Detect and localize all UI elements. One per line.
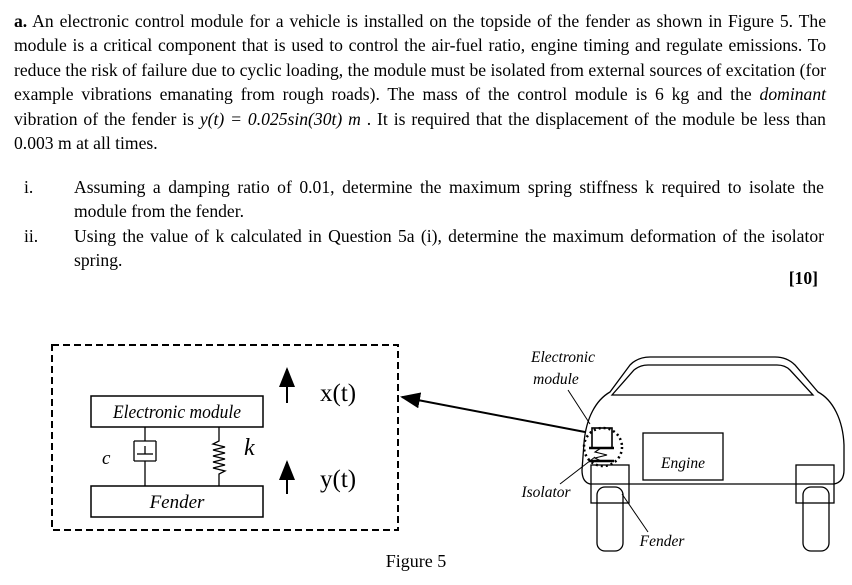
car-module-label-line1: Electronic	[530, 349, 595, 366]
model-dashed-frame	[51, 344, 399, 531]
subquestion-number: ii.	[24, 226, 39, 246]
question-text-3: . It is required that the displacement o…	[14, 108, 826, 154]
module-block-label: Electronic module	[112, 402, 241, 423]
figure-caption: Figure 5	[386, 551, 447, 571]
subquestion-text: Assuming a damping ratio of 0.01, determ…	[74, 177, 824, 221]
fender-label: Fender	[639, 533, 686, 550]
module-displacement-label: x(t)	[320, 380, 356, 407]
fender-displacement-label: y(t)	[320, 466, 356, 493]
module-block: Electronic module	[90, 395, 264, 428]
marks-label: [10]	[788, 268, 818, 288]
subquestion-number: i.	[24, 177, 34, 197]
damper-symbol	[133, 427, 157, 486]
figure-5: Electronic module Fender c k x(t) y(t)	[51, 344, 845, 571]
vibration-equation: y(t) = 0.025sin(30t) m	[199, 108, 361, 129]
callout-arrow	[400, 392, 586, 433]
module-leader-line	[567, 389, 591, 425]
spring-label: k	[244, 435, 255, 461]
isolator-label: Isolator	[520, 484, 571, 501]
question-text-2: vibration of the fender is	[14, 108, 200, 129]
fender-block-label: Fender	[149, 492, 205, 513]
spring-symbol	[211, 427, 227, 486]
subquestion-text: Using the value of k calculated in Quest…	[74, 226, 824, 270]
question-text-1: An electronic control module for a vehic…	[14, 11, 826, 105]
fender-block: Fender	[90, 485, 264, 518]
question-label: a.	[14, 11, 28, 31]
fender-leader-line	[621, 493, 649, 533]
car-front-view	[581, 356, 845, 552]
engine-label: Engine	[660, 455, 705, 472]
damper-label: c	[102, 448, 111, 469]
dominant-word: dominant	[759, 84, 826, 105]
question-paragraph: a. An electronic control module for a ve…	[14, 9, 826, 155]
car-module-label-line2: module	[533, 371, 579, 388]
isolator-leader-line	[559, 456, 596, 485]
